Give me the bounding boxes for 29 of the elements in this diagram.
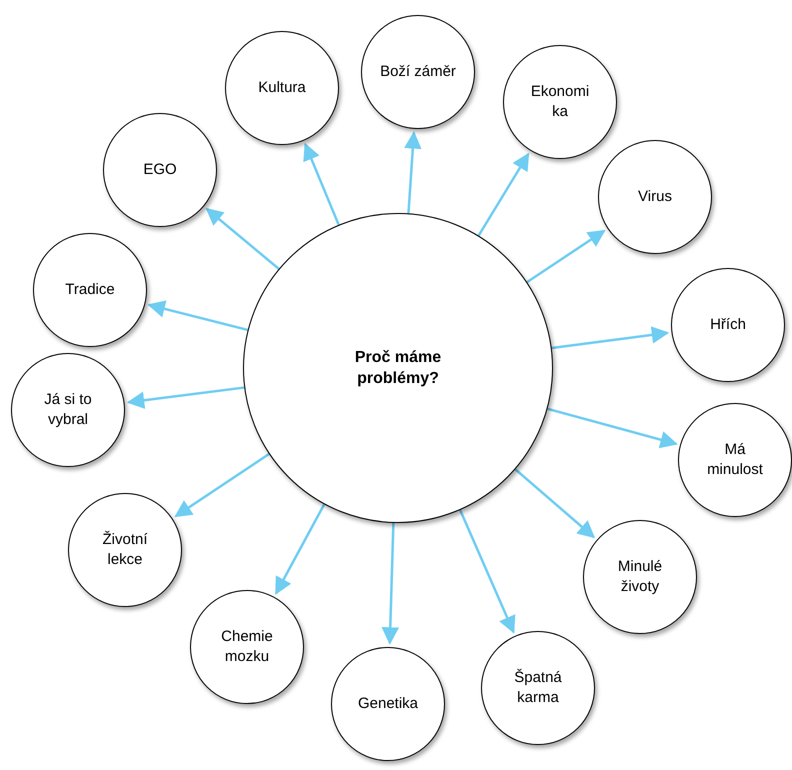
arrow — [552, 326, 670, 350]
cause-label: Virus — [637, 187, 673, 207]
arrow — [174, 452, 270, 518]
arrow — [206, 208, 280, 270]
cause-label: Tradice — [64, 280, 116, 300]
arrow — [458, 510, 516, 634]
cause-label: Ekonomi ka — [530, 82, 590, 122]
cause-label: Má minulost — [706, 440, 764, 480]
arrow — [303, 142, 340, 226]
arrow — [126, 386, 244, 409]
cause-label: Hřích — [709, 315, 747, 335]
arrow — [274, 504, 326, 595]
arrow — [382, 522, 400, 645]
central-question: Proč máme problémy? — [354, 348, 442, 389]
arrow — [526, 230, 606, 284]
cause-label: Boží záměr — [379, 62, 457, 82]
cause-label: Genetika — [356, 694, 420, 714]
cause-label: EGO — [142, 160, 178, 180]
cause-label: Já si to vybral — [43, 390, 93, 430]
arrow — [547, 408, 678, 448]
cause-label: Životní lekce — [101, 530, 148, 570]
cause-label: Špatná karma — [513, 668, 563, 708]
arrow — [147, 300, 248, 332]
cause-label: Minulé životy — [616, 557, 664, 597]
cause-label: Chemie mozku — [220, 627, 274, 667]
arrow — [514, 468, 596, 538]
cause-label: Kultura — [257, 78, 307, 98]
arrow — [478, 152, 530, 236]
arrow — [404, 131, 422, 214]
